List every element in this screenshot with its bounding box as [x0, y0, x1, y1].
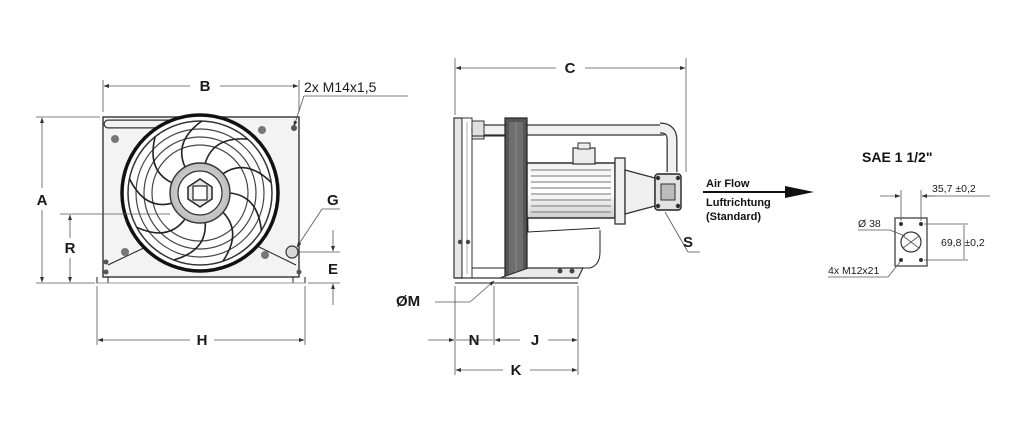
- airflow-indicator: Air Flow Luftrichtung (Standard): [703, 178, 814, 223]
- fan-blade: [229, 192, 263, 231]
- dim-s-label: S: [683, 234, 693, 251]
- fan-blade: [128, 178, 172, 206]
- dim-n-label: N: [469, 332, 480, 349]
- fan-blade: [222, 166, 272, 183]
- flange-square: [894, 217, 928, 267]
- fan-blade: [204, 138, 248, 164]
- fan-blade: [173, 222, 207, 261]
- dim-h-label: H: [197, 332, 208, 349]
- thread-note: 2x M14x1,5: [304, 79, 377, 95]
- bolts-label: 4x M12x21: [828, 265, 880, 277]
- side-pipe: [471, 124, 667, 136]
- port-g: [285, 245, 299, 259]
- fan-blade: [180, 120, 203, 168]
- dim-b-label: B: [200, 78, 211, 95]
- dim-r-label: R: [65, 240, 76, 257]
- dim-k-label: K: [511, 362, 522, 379]
- airflow-label-std: (Standard): [706, 211, 761, 223]
- side-view: C S ØM N J K: [396, 58, 700, 379]
- fan-blade: [222, 211, 234, 262]
- dim-m-label: ØM: [396, 293, 420, 310]
- sae-flange-detail: SAE 1 1/2" 35,7 ±0,2 69,8 ±0,2 Ø 38 4x M…: [828, 149, 990, 278]
- dim-e-label: E: [328, 261, 338, 278]
- fan-blade: [136, 218, 186, 234]
- base-bracket: [455, 267, 584, 279]
- dim-g-label: G: [327, 192, 339, 209]
- dim-35-label: 35,7 ±0,2: [932, 183, 976, 195]
- motor-body: [526, 162, 616, 219]
- front-view: B 2x M14x1,5 A R H G E: [36, 78, 408, 349]
- airflow-label-de: Luftrichtung: [706, 197, 771, 209]
- dim-c-label: C: [565, 60, 576, 77]
- airflow-label-en: Air Flow: [706, 178, 750, 190]
- fan-blades: [128, 120, 272, 262]
- dim-j-label: J: [531, 332, 539, 349]
- sae-title: SAE 1 1/2": [862, 149, 932, 165]
- dia-38-label: Ø 38: [858, 218, 881, 230]
- fan-blade: [152, 136, 173, 184]
- dim-a-label: A: [37, 192, 48, 209]
- dim-69-label: 69,8 ±0,2: [941, 237, 985, 249]
